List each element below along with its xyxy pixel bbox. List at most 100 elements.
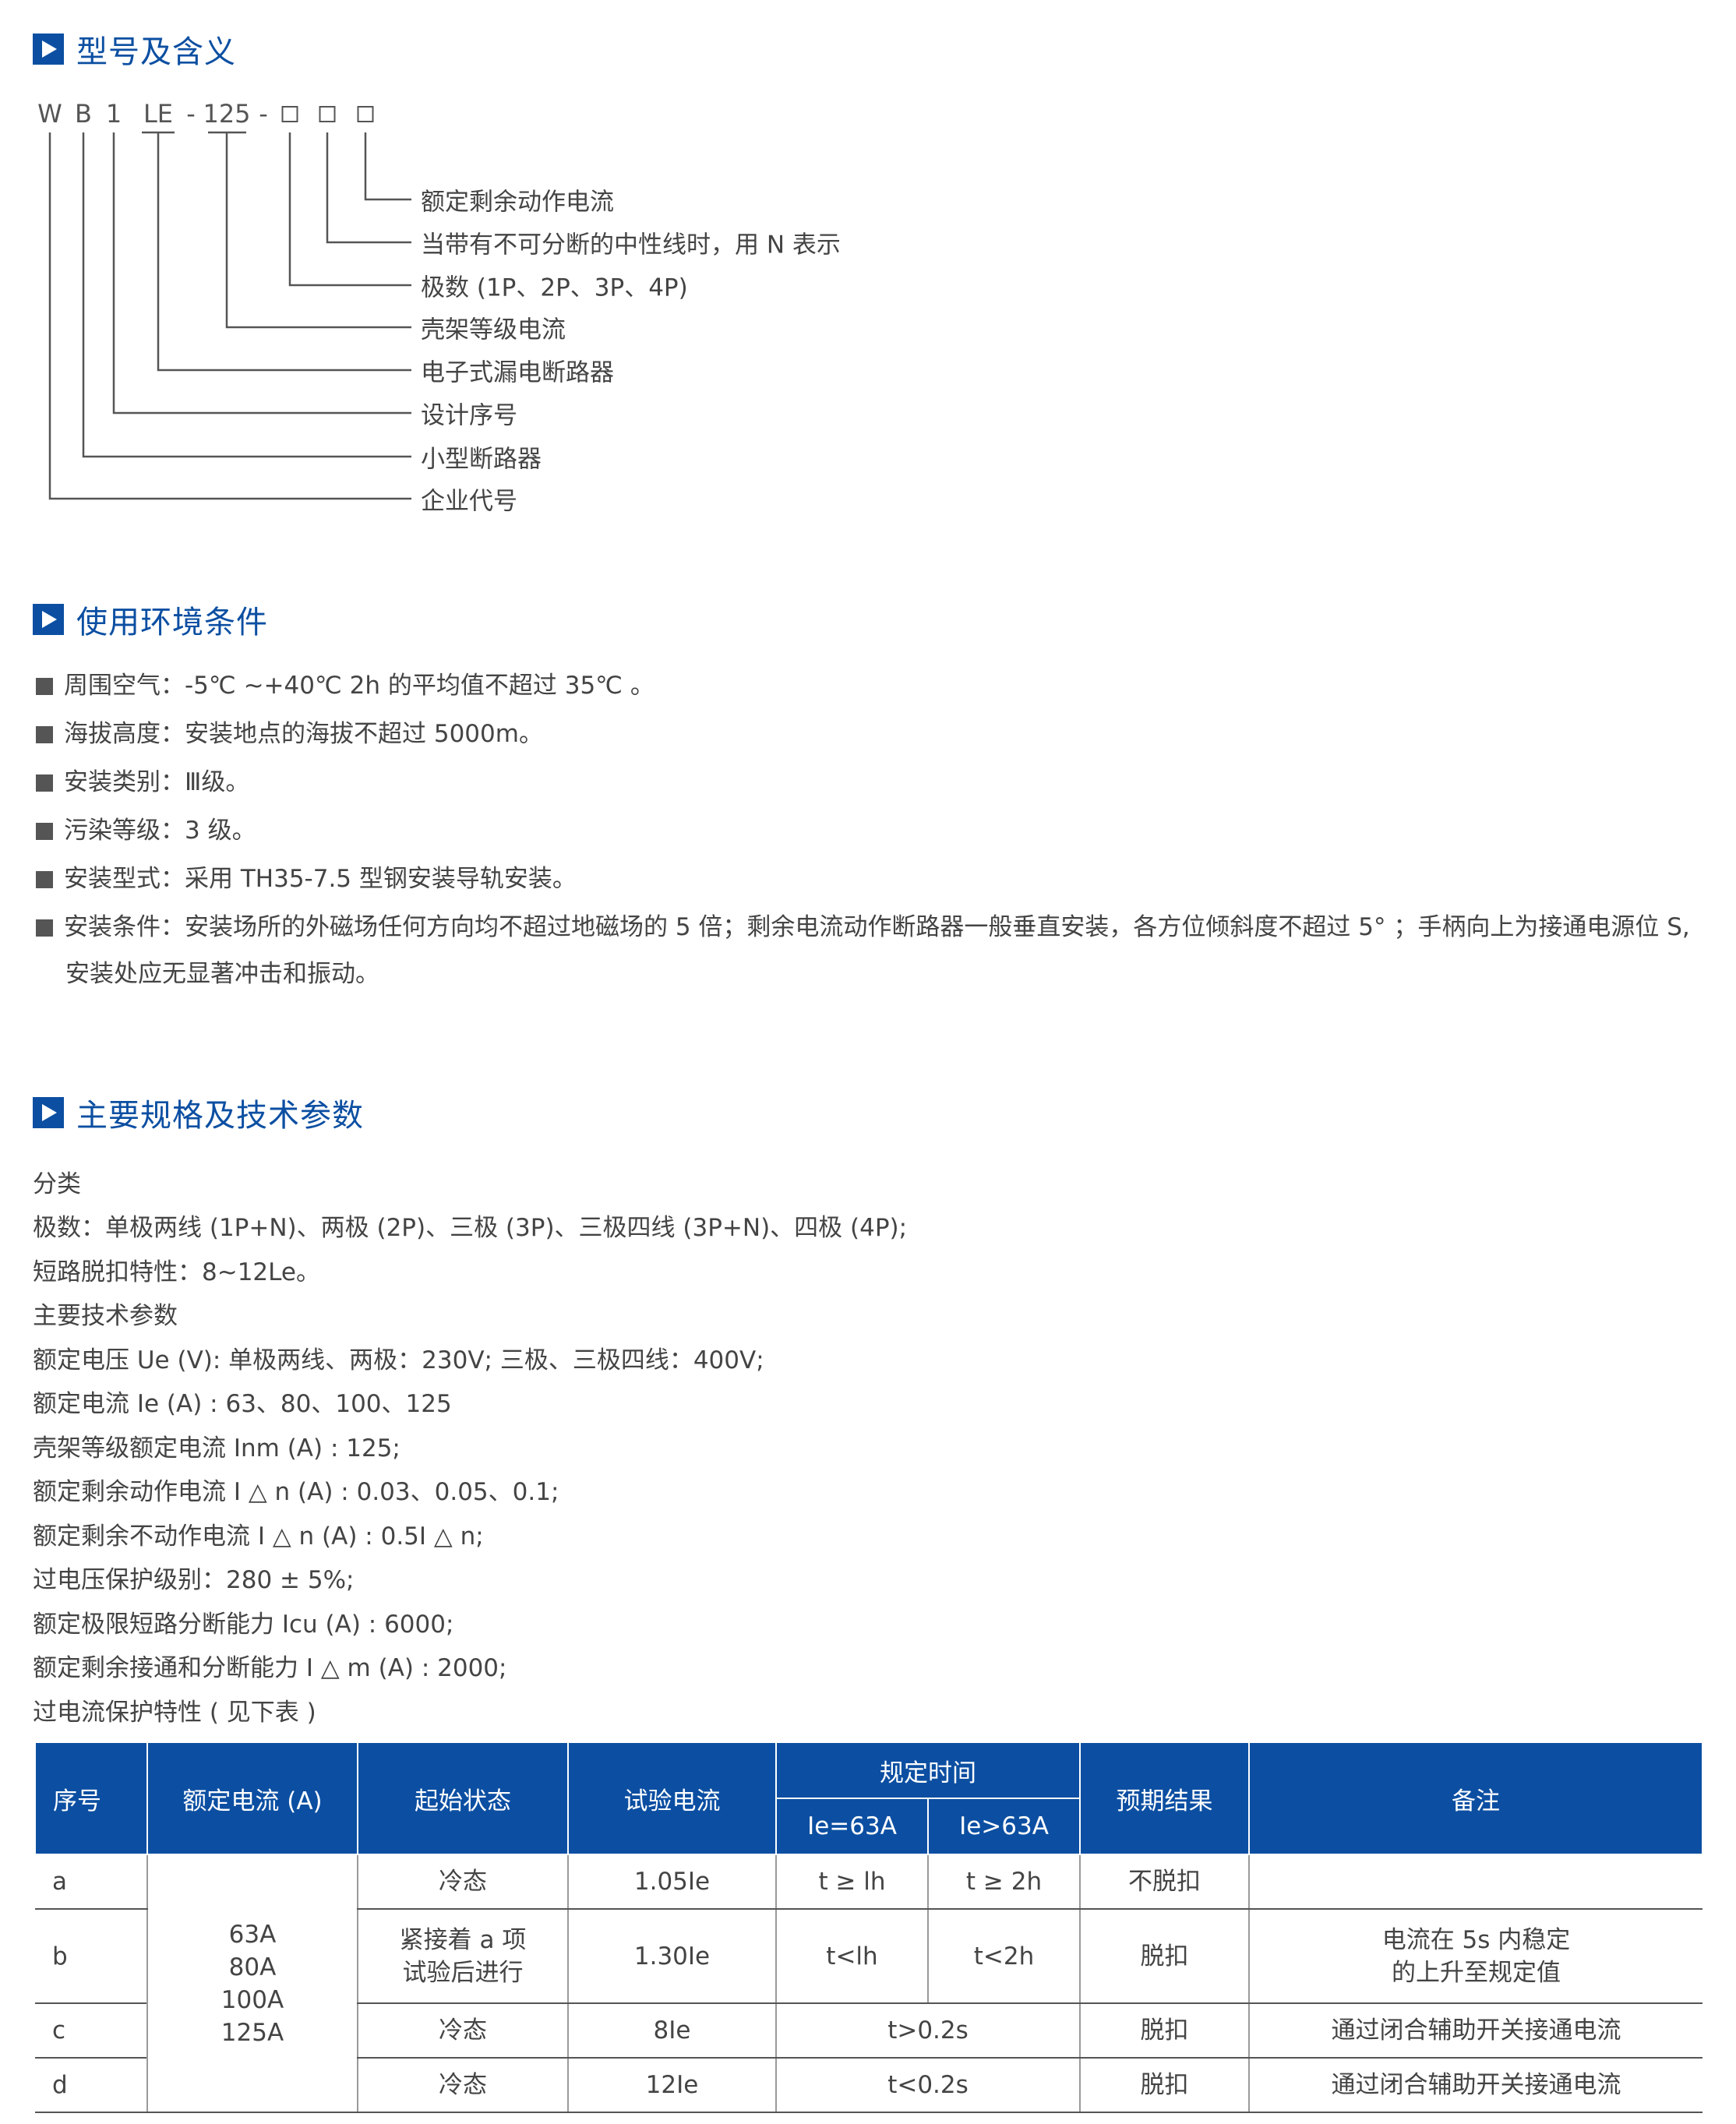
header-specified-time: 规定时间 — [775, 1741, 1081, 1799]
cell-start-state: 冷态 — [357, 1854, 568, 1910]
cell-start-state: 紧接着 a 项 试验后进行 — [357, 1909, 568, 2004]
code-char-w: W — [37, 99, 62, 129]
header-start-state: 起始状态 — [357, 1741, 569, 1855]
code-char-b: B — [75, 99, 92, 129]
spec-line-short-circuit-trip: 短路脱扣特性：8~12Le。 — [33, 1258, 320, 1286]
header-expected-result: 预期结果 — [1079, 1741, 1250, 1855]
table-row: a 63A 80A 100A 125A 冷态 1.05Ie t ≥ lh t ≥… — [35, 1854, 1702, 2113]
cell-text-line: 的上升至规定值 — [1392, 1958, 1561, 1987]
model-label-poles: 极数 (1P、2P、3P、4P) — [421, 273, 688, 302]
spec-line-overcurrent-note: 过电流保护特性 ( 见下表 ) — [33, 1699, 316, 1727]
cell-test-current: 1.05Ie — [567, 1854, 776, 1910]
spec-line-rated-voltage: 额定电压 Ue (V): 单极两线、两极：230V; 三极、三极四线：400V; — [33, 1346, 764, 1374]
cell-text-line: 电流在 5s 内稳定 — [1381, 1925, 1571, 1954]
cell-test-current: 12Ie — [567, 2058, 776, 2113]
header-remark: 备注 — [1248, 1741, 1703, 1855]
cell-seq: a — [35, 1854, 147, 1910]
model-label-company-code: 企业代号 — [421, 487, 517, 516]
code-char-125: 125 — [203, 99, 251, 129]
spec-line-residual-operating: 额定剩余动作电流 I △ n (A) : 0.03、0.05、0.1; — [33, 1478, 559, 1506]
section-title: 主要规格及技术参数 — [76, 1098, 364, 1134]
cell-remark: 通过闭合辅助开关接通电流 — [1248, 2058, 1702, 2113]
spec-line-frame-current: 壳架等级额定电流 Inm (A) : 125; — [33, 1434, 400, 1462]
cell-seq: d — [35, 2058, 147, 2113]
cell-text-line: 紧接着 a 项 — [399, 1925, 527, 1954]
section-title: 型号及含义 — [76, 34, 236, 70]
model-label-residual-current: 额定剩余动作电流 — [421, 188, 614, 217]
placeholder-box — [357, 106, 374, 122]
cell-result: 脱扣 — [1079, 2058, 1249, 2113]
model-label-electronic-rcd: 电子式漏电断路器 — [421, 358, 614, 387]
cell-test-current: 8Ie — [567, 2003, 776, 2059]
cell-remark: 通过闭合辅助开关接通电流 — [1248, 2003, 1702, 2059]
table-row: c 冷态 8Ie t>0.2s 脱扣 通过闭合辅助开关接通电流 — [35, 2003, 1702, 2059]
rating-value: 100A — [221, 1985, 284, 2014]
rating-value: 125A — [221, 2018, 284, 2047]
placeholder-box — [281, 106, 298, 122]
code-char-dash: - — [259, 99, 268, 129]
env-item-install-conditions-continued: 安装处应无显著冲击和振动。 — [65, 960, 379, 988]
cell-result: 脱扣 — [1079, 1909, 1249, 2004]
rating-value: 80A — [228, 1953, 277, 1981]
square-bullet-icon — [36, 871, 53, 888]
env-item-altitude: 海拔高度：安装地点的海拔不超过 5000m。 — [36, 714, 543, 754]
cell-result: 不脱扣 — [1079, 1854, 1249, 1910]
square-bullet-icon — [36, 919, 53, 937]
section-title: 使用环境条件 — [76, 605, 268, 640]
section-header-model: 型号及含义 — [33, 30, 236, 70]
table-row: b 紧接着 a 项 试验后进行 1.30Ie t<lh t<2h 脱扣 电流在 … — [35, 1909, 1702, 2004]
square-bullet-icon — [36, 774, 53, 792]
cell-text-line: 试验后进行 — [402, 1958, 524, 1987]
env-item-install-conditions: 安装条件：安装场所的外磁场任何方向均不超过地磁场的 5 倍；剩余电流动作断路器一… — [36, 907, 1690, 947]
env-item-pollution: 污染等级：3 级。 — [36, 810, 256, 851]
cell-start-state: 冷态 — [357, 2058, 568, 2113]
spec-line-residual-making-breaking: 额定剩余接通和分断能力 I △ m (A) : 2000; — [33, 1654, 507, 1682]
code-char-1: 1 — [105, 99, 122, 129]
cell-remark — [1248, 1854, 1702, 1910]
spec-line-category: 分类 — [33, 1170, 81, 1198]
spec-line-rated-current: 额定电流 Ie (A) : 63、80、100、125 — [33, 1390, 452, 1418]
square-bullet-icon — [36, 823, 53, 840]
cell-start-state: 冷态 — [357, 2003, 568, 2059]
placeholder-box — [319, 106, 336, 122]
play-arrow-icon — [33, 34, 64, 65]
model-label-mcb: 小型断路器 — [421, 445, 542, 474]
header-seq: 序号 — [34, 1741, 148, 1855]
model-label-neutral: 当带有不可分断的中性线时，用 N 表示 — [421, 231, 841, 259]
square-bullet-icon — [36, 678, 53, 695]
cell-remark: 电流在 5s 内稳定 的上升至规定值 — [1248, 1909, 1702, 2004]
section-header-specs: 主要规格及技术参数 — [33, 1093, 364, 1134]
header-time-ie-63: Ie=63A — [775, 1798, 929, 1855]
model-code-tree — [48, 131, 411, 500]
header-time-ie-gt-63: Ie>63A — [927, 1798, 1081, 1855]
cell-test-current: 1.30Ie — [567, 1909, 776, 2004]
square-bullet-icon — [36, 726, 53, 743]
env-item-mounting: 安装型式：采用 TH35-7.5 型钢安装导轨安装。 — [36, 859, 577, 899]
cell-result: 脱扣 — [1079, 2003, 1249, 2059]
spec-line-breaking-capacity: 额定极限短路分断能力 Icu (A) : 6000; — [33, 1611, 454, 1639]
cell-seq: b — [35, 1909, 147, 2004]
header-rated-current: 额定电流 (A) — [146, 1741, 358, 1855]
play-arrow-icon — [33, 1097, 64, 1128]
section-header-environment: 使用环境条件 — [33, 600, 268, 640]
rating-value: 63A — [228, 1920, 277, 1949]
cell-time-ie-63: t<lh — [775, 1909, 928, 2004]
spec-line-overvoltage: 过电压保护级别：280 ± 5%; — [33, 1566, 355, 1594]
env-item-ambient: 周围空气：-5℃ ~+40℃ 2h 的平均值不超过 35℃ 。 — [36, 665, 655, 706]
cell-time-ie-63: t ≥ lh — [775, 1854, 928, 1910]
env-item-install-category: 安装类别：Ⅲ级。 — [36, 762, 249, 803]
spec-line-main-params: 主要技术参数 — [33, 1302, 178, 1330]
header-test-current: 试验电流 — [567, 1741, 777, 1855]
cell-time: t>0.2s — [775, 2003, 1080, 2059]
cell-rated-currents: 63A 80A 100A 125A — [146, 1854, 358, 2113]
cell-seq: c — [35, 2003, 147, 2059]
overcurrent-protection-table: 序号 额定电流 (A) 起始状态 试验电流 规定时间 预期结果 备注 Ie=63… — [34, 1741, 1703, 2113]
play-arrow-icon — [33, 604, 64, 635]
code-char-dash: - — [186, 99, 196, 129]
table-row: d 冷态 12Ie t<0.2s 脱扣 通过闭合辅助开关接通电流 — [35, 2058, 1702, 2113]
code-char-le: LE — [143, 99, 174, 129]
spec-line-poles: 极数：单极两线 (1P+N)、两极 (2P)、三极 (3P)、三极四线 (3P+… — [33, 1214, 908, 1242]
spec-line-residual-non-operating: 额定剩余不动作电流 I △ n (A) : 0.5I △ n; — [33, 1522, 484, 1551]
cell-time: t<0.2s — [775, 2058, 1080, 2113]
model-label-design-serial: 设计序号 — [421, 401, 517, 430]
